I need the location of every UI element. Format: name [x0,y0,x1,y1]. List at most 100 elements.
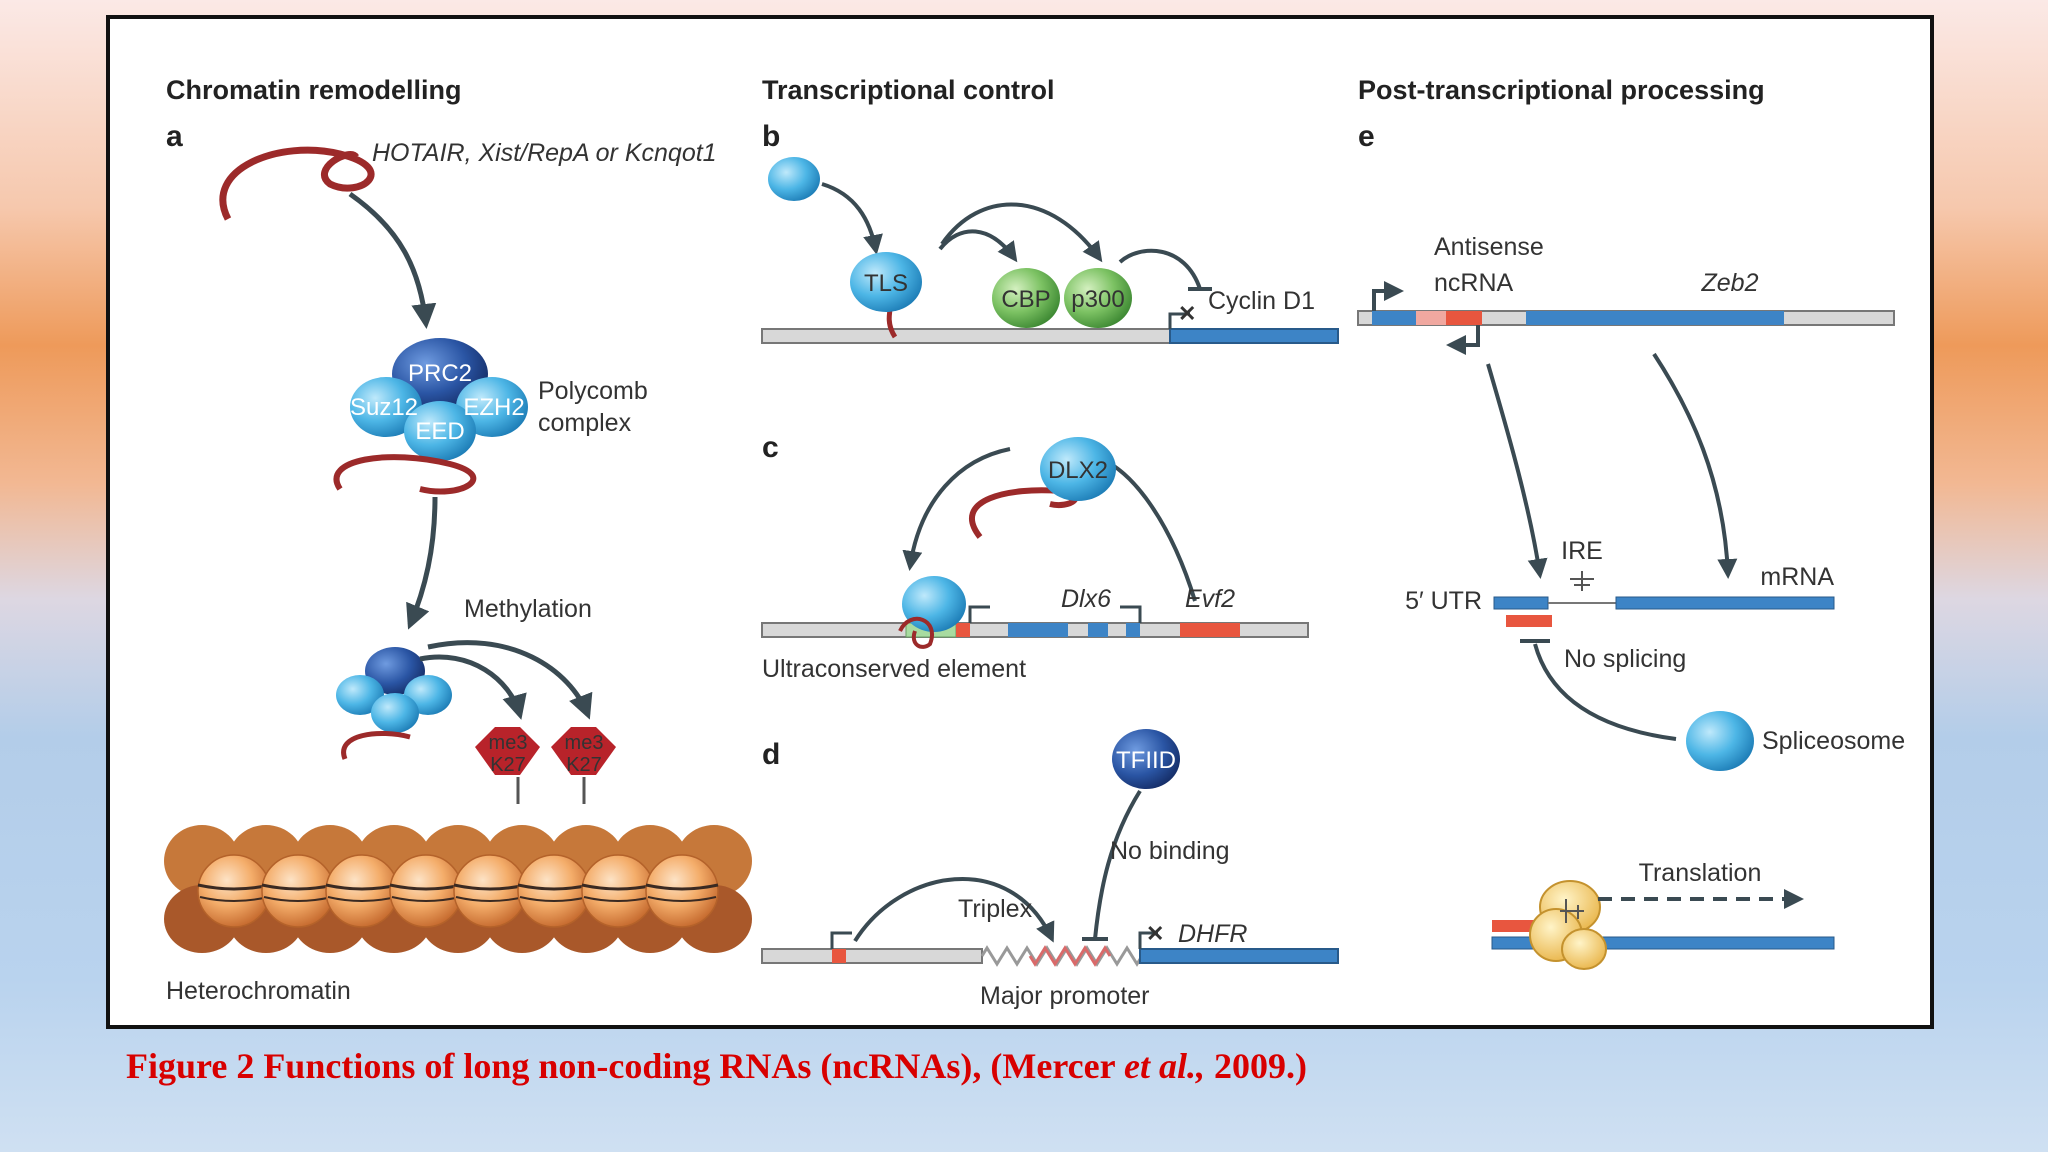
methylation-label: Methylation [464,595,592,623]
polycomb-label-1: Polycomb [538,377,648,405]
antisense-pale [1416,311,1452,325]
ire-label: IRE [1561,537,1603,565]
nucleosome-front [389,854,463,928]
caption-etal: et al., [1123,1046,1205,1086]
major-promoter-label: Major promoter [980,982,1150,1010]
heading-post: Post-transcriptional processing [1358,75,1765,105]
ribosome [1529,880,1607,970]
arrow-tls-cbp [938,229,1018,263]
spliceosome-protein [1686,711,1754,771]
arrow-triplex [853,877,1055,943]
evf2-label: Evf2 [1185,585,1235,613]
nucleosome-dna-wrap [263,896,333,902]
heterochromatin-label: Heterochromatin [166,977,351,1005]
dlx6-exon-1 [1008,623,1068,637]
promoter-arrow-c1 [968,605,990,623]
label-dlx2: DLX2 [1048,457,1108,484]
ultraconserved-label: Ultraconserved element [762,655,1026,683]
dlx2-rna [969,487,1079,539]
dhfr-gene [1139,948,1339,964]
antisense-bound [1506,615,1552,627]
nucleosome-dna-wrap [645,883,719,891]
zeb2-promoter-arrow [1372,281,1404,311]
letter-e: e [1358,120,1375,153]
antisense-label-2: ncRNA [1434,269,1514,297]
nucleosome-dna-wrap [455,896,525,902]
antisense-exon [1446,311,1482,325]
mark1-me3: me3 [489,732,528,754]
nucleosome-front [453,854,527,928]
figure-caption: Figure 2 Functions of long non-coding RN… [126,1040,1307,1092]
evf2-exon [1180,623,1240,637]
block-x-d: ✕ [1146,921,1164,946]
label-tls: TLS [864,270,908,297]
ire-stemloop [1570,571,1594,591]
arrow-to-tls [821,182,883,255]
tfiid-arrow [1093,789,1142,940]
promoter-arrow-dhfr [1138,931,1158,949]
promoter-arrow-c2 [1120,605,1142,623]
nucleosome-front [581,854,655,928]
utr-exon [1493,596,1549,610]
gene-bar-b [761,328,1173,344]
label-prc2: PRC2 [408,360,472,387]
mrna-exon [1615,596,1835,610]
histone-mark-1: me3 K27 [475,727,540,804]
nucleosome-dna-wrap [519,896,589,902]
label-suz12: Suz12 [350,394,418,421]
small-polycomb [336,647,452,760]
arrow-rna-to-prc2 [348,191,437,329]
label-p300: p300 [1071,286,1124,313]
letter-a: a [166,120,183,153]
polycomb-label-2: complex [538,409,632,437]
zeb2-exon-2 [1526,311,1784,325]
ncrna-exon-d [832,949,846,963]
nucleosome-dna-wrap [391,896,461,902]
label-cbp: CBP [1001,286,1050,313]
rna-names: HOTAIR, Xist/RepA or Kcnqot1 [372,139,717,167]
dlx6-label: Dlx6 [1061,585,1111,613]
dhfr-label: DHFR [1178,920,1247,948]
arrow-zeb2-down [1652,352,1738,579]
polycomb-complex: PRC2 Suz12 EZH2 EED [333,338,528,495]
letter-c: c [762,431,779,464]
label-tfiid: TFIID [1116,747,1176,774]
mrna-label: mRNA [1760,563,1834,591]
heading-chromatin: Chromatin remodelling [166,75,462,105]
arrow-tls-p300 [940,202,1103,263]
arrow-complex-down [406,496,438,630]
nucleosome-dna-wrap [583,896,653,902]
no-splicing-label: No splicing [1564,645,1686,673]
arrow-dlx2-left [902,447,1011,571]
mark2-me3: me3 [565,732,604,754]
arrow-evf2-dlx2 [1099,457,1197,602]
arrow-antisense-down [1486,363,1548,579]
promoter-arrow-b [1168,312,1190,329]
tfiid-protein [1112,729,1180,789]
heterochromatin-nucleosomes [164,825,752,953]
dlx6-exon-3 [1126,623,1140,637]
translation-label: Translation [1639,859,1762,887]
letter-d: d [762,738,780,771]
zeb2-label: Zeb2 [1701,269,1759,297]
antisense-promoter-arrow [1446,325,1480,355]
nucleosome-front [197,854,271,928]
nucleosome-front [645,854,719,928]
mark2-k27: K27 [566,754,602,776]
ultraconserved-red [956,623,970,637]
spliceosome-arrow [1533,643,1677,741]
nucleosome-front [261,854,335,928]
caption-year: 2009.) [1204,1046,1307,1086]
mark1-k27: K27 [490,754,526,776]
ultraconserved-protein [902,576,966,632]
utr-label: 5′ UTR [1405,587,1482,615]
tls-protein [850,252,922,312]
label-eed: EED [415,418,464,445]
nucleosome-front [325,854,399,928]
label-ezh2: EZH2 [463,394,524,421]
promoter-arrow-d [830,931,852,949]
rna-binding-protein [768,157,820,201]
lncrna-ribbon-a [219,146,375,221]
triplex-helix [980,945,1144,967]
nucleosome-dna-wrap [199,896,269,902]
